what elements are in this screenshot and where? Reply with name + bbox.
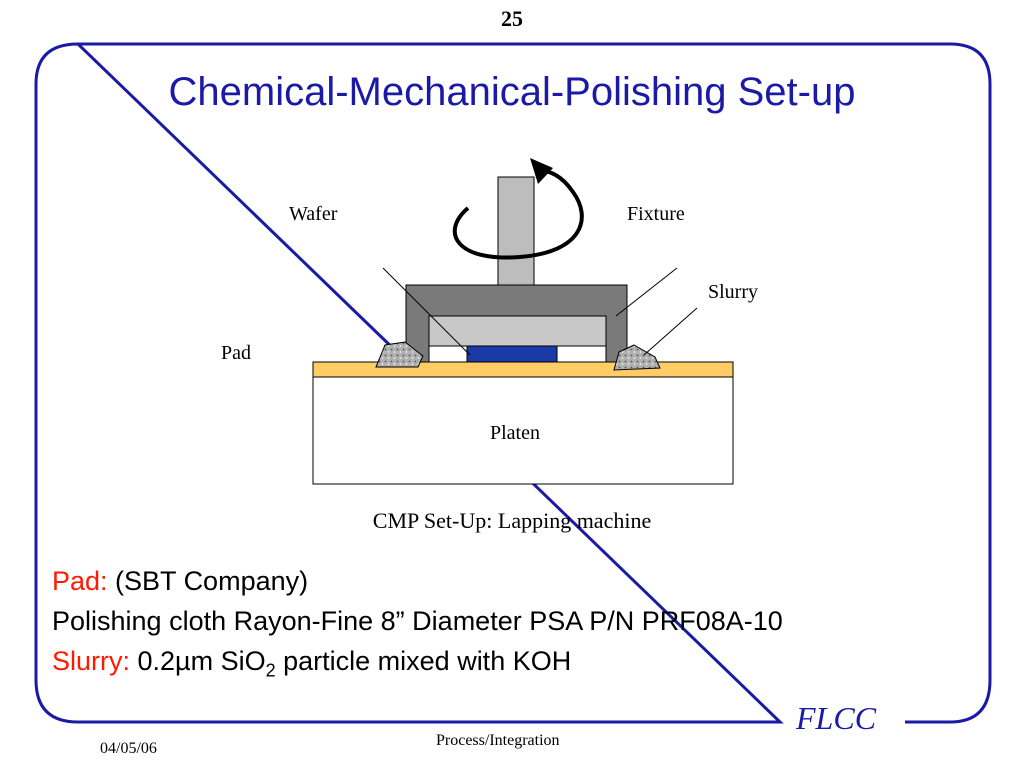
slurry-info-value-pre: 0.2µm SiO bbox=[130, 646, 266, 676]
rotation-arrowhead bbox=[530, 158, 553, 184]
rotation-arrow bbox=[452, 168, 584, 260]
pad-info-value: (SBT Company) bbox=[107, 566, 309, 596]
footer-section: Process/Integration bbox=[436, 732, 560, 749]
slurry-leader bbox=[643, 307, 698, 356]
carrier-gap-left bbox=[428, 345, 468, 363]
page-number: 25 bbox=[501, 6, 523, 31]
slurry-right bbox=[613, 344, 661, 371]
slurry-info-label: Slurry: bbox=[52, 646, 131, 676]
slurry-info-line: Slurry: 0.2µm SiO2 particle mixed with K… bbox=[52, 646, 571, 681]
platen bbox=[312, 376, 734, 485]
carrier-gap-right bbox=[556, 345, 607, 363]
slurry-info-subscript: 2 bbox=[265, 660, 276, 681]
wafer bbox=[466, 345, 558, 363]
diagram-caption: CMP Set-Up: Lapping machine bbox=[372, 508, 652, 533]
flcc-logo: FLCC bbox=[796, 700, 877, 736]
pad-label: Pad bbox=[221, 342, 251, 364]
slurry-info-value-post: particle mixed with KOH bbox=[275, 646, 572, 676]
wafer-label: Wafer bbox=[289, 203, 338, 225]
spindle bbox=[497, 176, 535, 286]
pad-info-line: Pad: (SBT Company) bbox=[52, 566, 308, 597]
slide-title: Chemical-Mechanical-Polishing Set-up bbox=[168, 70, 856, 114]
fixture-label: Fixture bbox=[627, 203, 685, 225]
slurry-label: Slurry bbox=[708, 281, 758, 303]
wafer-leader bbox=[382, 267, 471, 356]
fixture-leader bbox=[615, 267, 678, 317]
cloth-info-line: Polishing cloth Rayon-Fine 8” Diameter P… bbox=[52, 606, 783, 636]
pad-info-label: Pad: bbox=[52, 566, 108, 596]
slurry-left bbox=[375, 341, 424, 368]
footer-date: 04/05/06 bbox=[100, 740, 157, 757]
wafer-carrier bbox=[428, 315, 607, 347]
pad-layer bbox=[312, 361, 734, 378]
platen-label: Platen bbox=[490, 422, 540, 444]
